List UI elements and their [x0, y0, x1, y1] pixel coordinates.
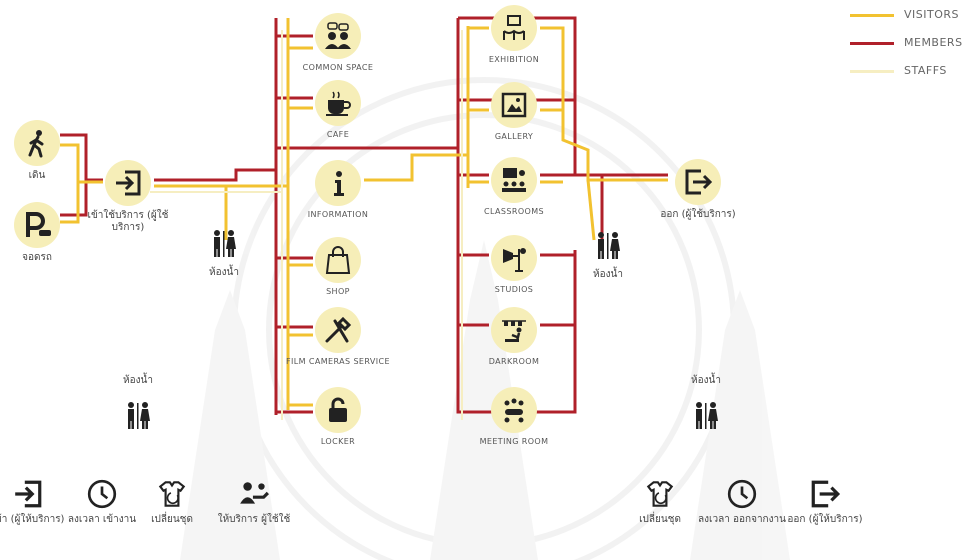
- people-chat-icon-svg: [325, 22, 351, 49]
- enter-icon: [105, 160, 151, 206]
- info-icon: [315, 160, 361, 206]
- restroom-icon: [118, 395, 158, 435]
- change-clothes-icon: [152, 474, 192, 514]
- staffs-route: [150, 30, 463, 420]
- parking-label: จอดรถ: [22, 252, 52, 263]
- tools-icon-svg: [325, 316, 352, 343]
- staff-right-step-2-label: ลงเวลา ออกจากงาน: [698, 514, 786, 525]
- zone-b-item-6-label: MEETING ROOM: [479, 437, 549, 446]
- restroom-icon: [204, 223, 244, 263]
- zone-b-item-5-label: DARKROOM: [488, 357, 540, 366]
- studio-light-icon-svg: [503, 248, 526, 272]
- zone-b-item-2-label: GALLERY: [494, 132, 534, 141]
- zone-b-item-1-label: EXHIBITION: [488, 55, 540, 64]
- zone-a-item-6-label: LOCKER: [320, 437, 356, 446]
- staff-right-step-1-label: เปลี่ยนชุด: [639, 514, 681, 525]
- staff-left-step-1-label: เข้า (ผู้ให้บริการ): [0, 514, 65, 525]
- exit-icon: [675, 159, 721, 205]
- zone-a-item-1-label: COMMON SPACE: [302, 63, 374, 72]
- classroom-icon-svg: [502, 168, 526, 192]
- exit-icon: [805, 474, 845, 514]
- zone-a-item-4-label: SHOP: [326, 287, 350, 296]
- staff-left-step-4-label: ให้บริการ ผู้ใช้ใช้: [217, 514, 291, 525]
- tools-icon: [315, 307, 361, 353]
- zone-a-item-3-label: INFORMATION: [307, 210, 369, 219]
- enter-icon-svg: [15, 480, 42, 508]
- meeting-icon-svg: [504, 398, 524, 423]
- change-clothes-icon-svg: [646, 481, 674, 507]
- zone-a-item-2-label: CAFE: [326, 130, 350, 139]
- padlock-icon: [315, 387, 361, 433]
- shopping-bag-icon-svg: [325, 246, 351, 274]
- service-icon-svg: [240, 482, 269, 504]
- clock-icon: [82, 474, 122, 514]
- change-clothes-icon: [640, 474, 680, 514]
- staff-restroom-right-label: ห้องน้ำ: [691, 375, 721, 386]
- legend-visitors-swatch: [850, 14, 894, 17]
- clock-icon-svg: [87, 479, 117, 509]
- classroom-icon: [491, 157, 537, 203]
- zone-b-item-4-label: STUDIOS: [494, 285, 534, 294]
- picture-frame-icon: [491, 82, 537, 128]
- legend-members-swatch: [850, 42, 894, 45]
- darkroom-icon-svg: [502, 320, 526, 342]
- staff-left-step-2-label: ลงเวลา เข้างาน: [67, 514, 137, 525]
- staff-restroom-left-label: ห้องน้ำ: [123, 375, 153, 386]
- change-clothes-icon-svg: [158, 481, 186, 507]
- restroom-icon: [588, 225, 628, 265]
- watermark-seal: [180, 77, 790, 560]
- studio-light-icon: [491, 235, 537, 281]
- service-icon: [234, 474, 274, 514]
- visitors-route: [60, 18, 668, 410]
- exit-label: ออก (ผู้ใช้บริการ): [660, 209, 736, 220]
- legend-members-label: MEMBERS: [904, 36, 963, 49]
- info-icon-svg: [334, 171, 344, 196]
- legend-staffs-label: STAFFS: [904, 64, 947, 77]
- enter-icon: [8, 474, 48, 514]
- coffee-cup-icon-svg: [326, 91, 351, 116]
- walk-label: เดิน: [28, 170, 46, 181]
- clock-icon-svg: [727, 479, 757, 509]
- exit-icon-svg: [811, 480, 841, 508]
- zone-b-item-3-label: CLASSROOMS: [484, 207, 544, 216]
- legend-staffs-swatch: [850, 70, 894, 73]
- staff-right-step-3-label: ออก (ผู้ให้บริการ): [787, 514, 863, 525]
- clock-icon: [722, 474, 762, 514]
- restroom-icon: [686, 395, 726, 435]
- padlock-icon-svg: [329, 397, 347, 422]
- darkroom-icon: [491, 307, 537, 353]
- exhibition-icon: [491, 5, 537, 51]
- staff-left-step-3-label: เปลี่ยนชุด: [151, 514, 193, 525]
- exhibition-icon-svg: [503, 15, 525, 40]
- picture-frame-icon-svg: [501, 92, 527, 118]
- legend-visitors-label: VISITORS: [904, 8, 959, 21]
- walking-person-icon: [14, 120, 60, 166]
- shopping-bag-icon: [315, 237, 361, 283]
- zone-a-item-5-label: FILM CAMERAS SERVICE: [286, 357, 390, 366]
- meeting-icon: [491, 387, 537, 433]
- restroom-label-left: ห้องน้ำ: [209, 267, 239, 278]
- restroom-label-right: ห้องน้ำ: [593, 269, 623, 280]
- coffee-cup-icon: [315, 80, 361, 126]
- parking-icon: [14, 202, 60, 248]
- people-chat-icon: [315, 13, 361, 59]
- enter-label: เข้าใช้บริการ (ผู้ใช้บริการ): [87, 210, 169, 233]
